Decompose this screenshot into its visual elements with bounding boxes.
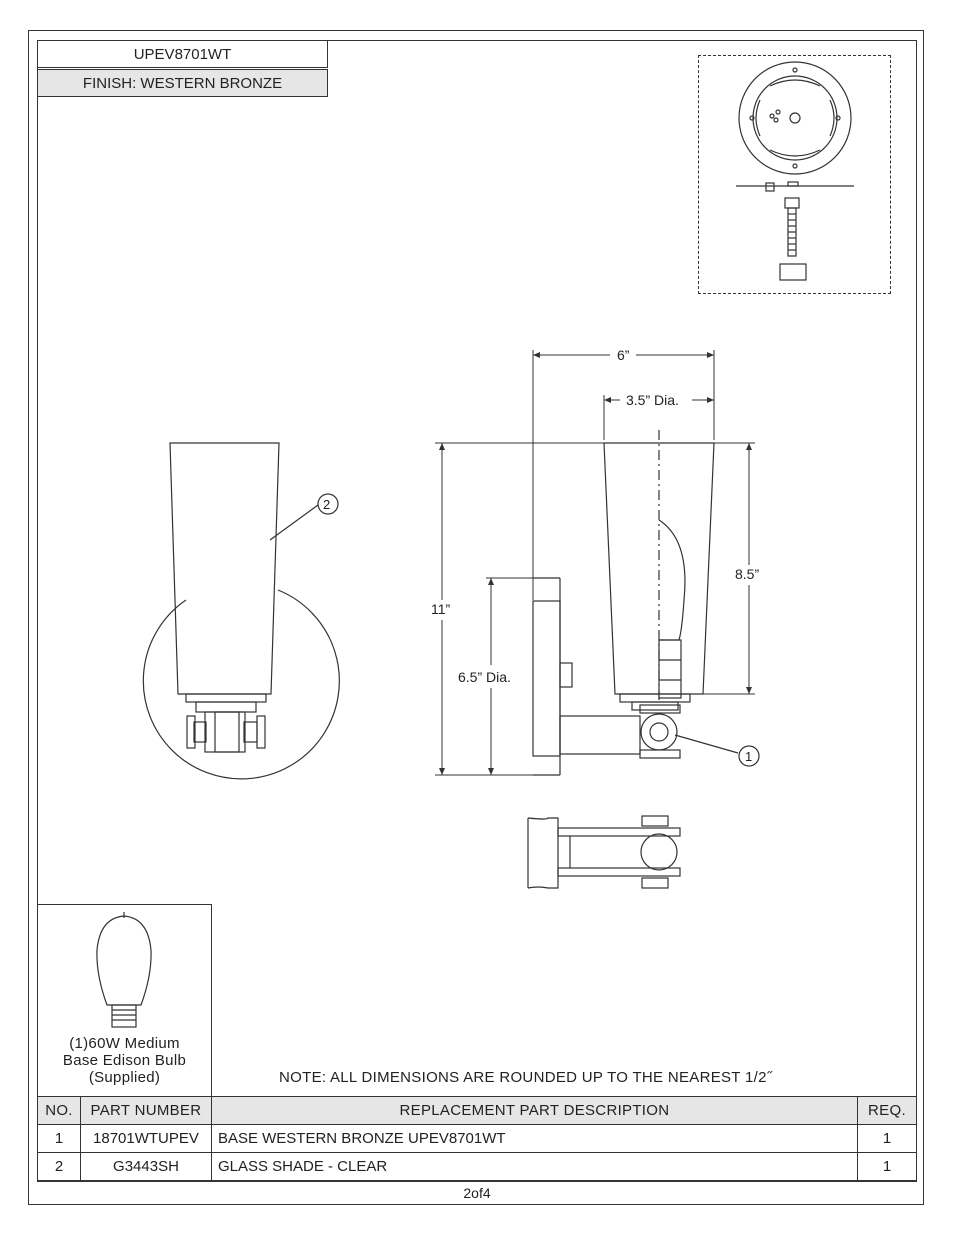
dim-shade-dia: 3.5” Dia. bbox=[626, 392, 679, 408]
table-row: 2 G3443SH GLASS SHADE - CLEAR 1 bbox=[37, 1152, 918, 1181]
callout-circle-2 bbox=[317, 493, 339, 515]
bulb-caption: (1)60W Medium Base Edison Bulb (Supplied… bbox=[37, 1035, 212, 1086]
dim-width: 6” bbox=[617, 347, 630, 363]
dimension-note: NOTE: ALL DIMENSIONS ARE ROUNDED UP TO T… bbox=[279, 1069, 773, 1086]
dim-backplate-dia: 6.5” Dia. bbox=[458, 669, 511, 685]
bulb-caption-line3: (Supplied) bbox=[88, 1069, 161, 1086]
model-number: UPEV8701WT bbox=[37, 40, 328, 68]
row-req: 1 bbox=[856, 1124, 918, 1153]
finish-label: FINISH: WESTERN BRONZE bbox=[37, 69, 328, 97]
row-description: BASE WESTERN BRONZE UPEV8701WT bbox=[210, 1124, 858, 1153]
top-view-drawing bbox=[527, 815, 681, 889]
header-no: NO. bbox=[37, 1096, 81, 1125]
side-view-drawing bbox=[532, 430, 739, 776]
edison-bulb-icon bbox=[96, 912, 152, 1028]
outer-frame bbox=[28, 30, 924, 1205]
bulb-caption-line2: Base Edison Bulb bbox=[62, 1052, 187, 1069]
inner-frame bbox=[37, 40, 917, 1182]
title-block: UPEV8701WT FINISH: WESTERN BRONZE bbox=[37, 40, 330, 99]
header-description: REPLACEMENT PART DESCRIPTION bbox=[210, 1096, 858, 1125]
page-number: 2of4 bbox=[463, 1185, 491, 1201]
callout-1-label: 1 bbox=[745, 749, 752, 764]
parts-table: NO. PART NUMBER REPLACEMENT PART DESCRIP… bbox=[37, 1096, 918, 1181]
mounting-kit-box bbox=[698, 55, 891, 294]
threaded-nipple-icon bbox=[779, 197, 807, 281]
header-req: REQ. bbox=[856, 1096, 918, 1125]
callout-circle-1 bbox=[738, 745, 760, 767]
front-view-drawing bbox=[142, 442, 340, 780]
bulb-info-box: (1)60W Medium Base Edison Bulb (Supplied… bbox=[37, 904, 212, 1096]
row-req: 1 bbox=[856, 1152, 918, 1181]
table-row: 1 18701WTUPEV BASE WESTERN BRONZE UPEV87… bbox=[37, 1124, 918, 1153]
row-part-number: 18701WTUPEV bbox=[79, 1124, 212, 1153]
mounting-plate-icon bbox=[736, 61, 854, 192]
dim-height: 11” bbox=[431, 601, 451, 617]
callout-2-label: 2 bbox=[323, 497, 330, 512]
header-part-number: PART NUMBER bbox=[79, 1096, 212, 1125]
row-part-number: G3443SH bbox=[79, 1152, 212, 1181]
arrowheads bbox=[439, 352, 752, 775]
bulb-caption-line1: (1)60W Medium bbox=[69, 1035, 180, 1052]
row-description: GLASS SHADE - CLEAR bbox=[210, 1152, 858, 1181]
table-header-row: NO. PART NUMBER REPLACEMENT PART DESCRIP… bbox=[37, 1096, 918, 1125]
row-no: 2 bbox=[37, 1152, 81, 1181]
row-no: 1 bbox=[37, 1124, 81, 1153]
dimension-lines bbox=[435, 350, 755, 776]
dim-shade-height: 8.5” bbox=[735, 566, 759, 582]
